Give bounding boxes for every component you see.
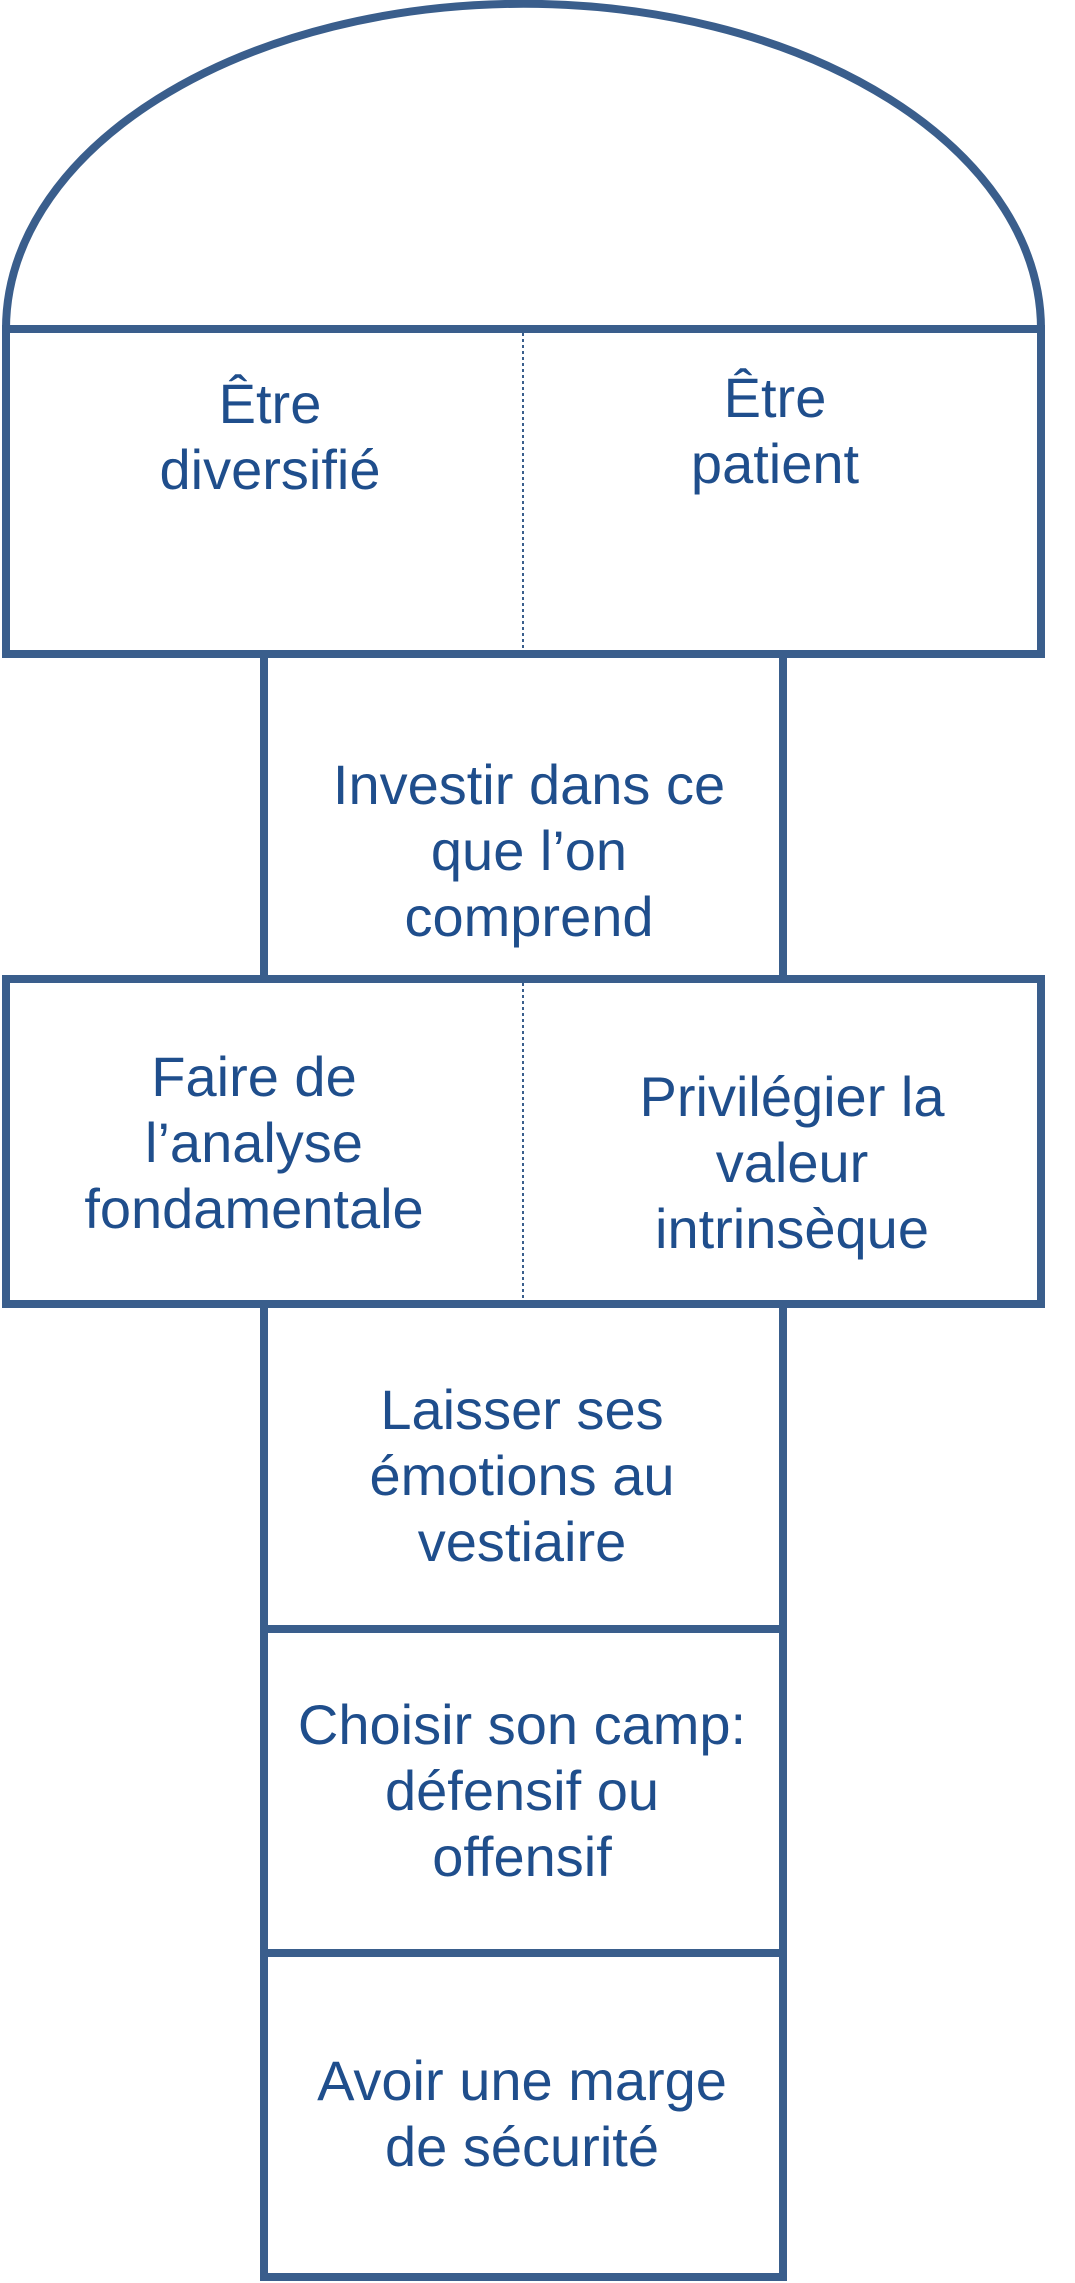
cell-line: émotions au [369,1444,674,1507]
cell-line: Choisir son camp: [298,1693,746,1756]
cell-line: intrinsèque [655,1197,929,1260]
cell-line: l’analyse [145,1111,363,1174]
cell-line: Être [219,372,322,435]
cell-line: Laisser ses [380,1378,663,1441]
cell-line: offensif [432,1825,612,1888]
cell-line: fondamentale [84,1177,423,1240]
cell-line: que l’on [431,819,627,882]
cell-line: Faire de [151,1045,356,1108]
cell-line: de sécurité [385,2115,659,2178]
row6-box [260,1949,787,2281]
cell-line: diversifié [160,438,381,501]
cell-line: défensif ou [385,1759,659,1822]
cell-line: Investir dans ce [333,753,725,816]
cell-line: vestiaire [418,1510,627,1573]
cell-line: Avoir une marge [317,2049,727,2112]
cell-line: Privilégier la [640,1065,946,1128]
cell-line: comprend [404,885,653,948]
cell-line: Être [724,366,827,429]
cell-line: patient [691,432,860,495]
dome-arc [2,0,1045,330]
cell-line: valeur [716,1131,869,1194]
